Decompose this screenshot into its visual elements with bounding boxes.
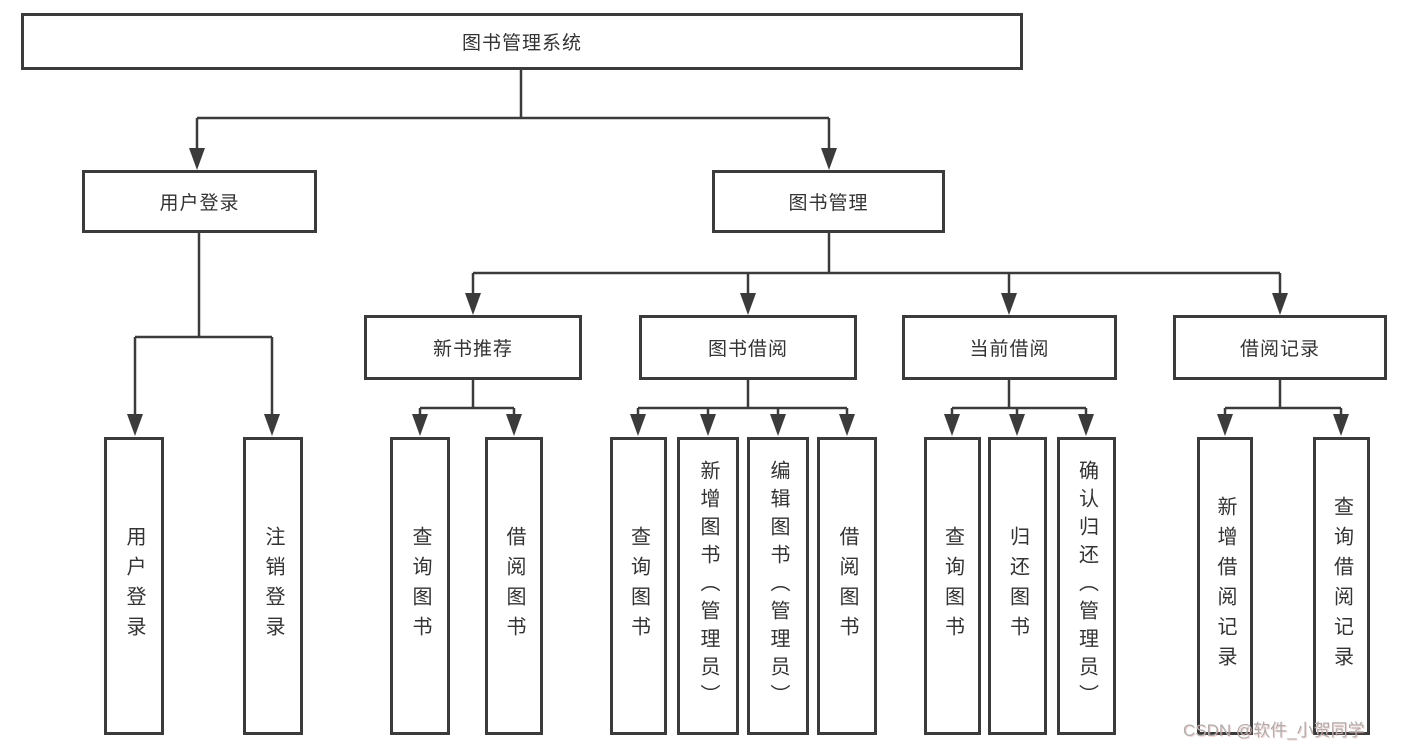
arrow-down-icon [1272,293,1288,315]
node-label: 图书借阅 [707,339,788,360]
node-label: 确认归还（管理员） [1075,460,1098,712]
node-label: 归还图书 [1006,526,1029,646]
node-current-borrowing: 当前借阅 [902,315,1117,380]
csdn-watermark: CSDN @软件_小贺同学 [1183,721,1365,740]
arrow-down-icon [189,148,205,170]
arrow-down-icon [506,414,522,436]
arrow-down-icon [770,414,786,436]
leaf-borrowing-add-books-admin: 新增图书（管理员） [677,437,739,735]
leaf-current-return-books: 归还图书 [988,437,1047,735]
arrow-down-icon [412,414,428,436]
node-label: 查询图书 [409,526,431,646]
node-label: 借阅图书 [503,526,525,646]
leaf-current-confirm-return-admin: 确认归还（管理员） [1057,437,1116,735]
arrow-down-icon [630,414,646,436]
arrow-down-icon [1333,414,1349,436]
arrow-down-icon [465,293,481,315]
arrow-down-icon [821,148,837,170]
arrowhead-icons [127,148,1349,436]
node-label: 当前借阅 [969,339,1050,360]
node-root-library-management-system: 图书管理系统 [21,13,1023,70]
leaf-newbook-borrow-books: 借阅图书 [485,437,543,735]
arrow-down-icon [839,414,855,436]
node-label: 图书管理 [788,193,869,214]
leaf-records-add-borrow-record: 新增借阅记录 [1197,437,1253,735]
leaf-user-login: 用户登录 [104,437,164,735]
node-label: 查询图书 [941,526,964,646]
leaf-logout: 注销登录 [243,437,303,735]
connector-paths [133,69,1343,415]
node-label: 注销登录 [262,526,284,646]
node-label: 借阅图书 [836,526,858,646]
leaf-records-query-borrow-record: 查询借阅记录 [1313,437,1370,735]
node-label: 新书推荐 [432,339,513,360]
leaf-newbook-query-books: 查询图书 [390,437,450,735]
node-user-login: 用户登录 [82,170,317,233]
arrow-down-icon [264,414,280,436]
leaf-borrowing-query-books: 查询图书 [610,437,667,735]
arrow-down-icon [1001,293,1017,315]
leaf-borrowing-edit-books-admin: 编辑图书（管理员） [747,437,809,735]
node-book-borrowing: 图书借阅 [639,315,857,380]
leaf-current-query-books: 查询图书 [924,437,981,735]
arrow-down-icon [127,414,143,436]
node-label: 新增借阅记录 [1214,496,1236,676]
node-label: 查询借阅记录 [1330,496,1353,676]
arrow-down-icon [740,293,756,315]
arrow-down-icon [1217,414,1233,436]
arrow-down-icon [944,414,960,436]
arrow-down-icon [1078,414,1094,436]
node-label: 图书管理系统 [461,33,582,54]
node-label: 编辑图书（管理员） [767,460,789,712]
leaf-borrowing-borrow-books: 借阅图书 [817,437,877,735]
node-label: 用户登录 [123,526,145,646]
node-label: 用户登录 [159,193,240,214]
arrow-down-icon [700,414,716,436]
node-label: 借阅记录 [1239,339,1320,360]
node-book-management: 图书管理 [712,170,945,233]
node-label: 查询图书 [627,526,650,646]
arrow-down-icon [1009,414,1025,436]
node-label: 新增图书（管理员） [697,460,719,712]
node-new-book-recommend: 新书推荐 [364,315,582,380]
node-borrowing-records: 借阅记录 [1173,315,1387,380]
